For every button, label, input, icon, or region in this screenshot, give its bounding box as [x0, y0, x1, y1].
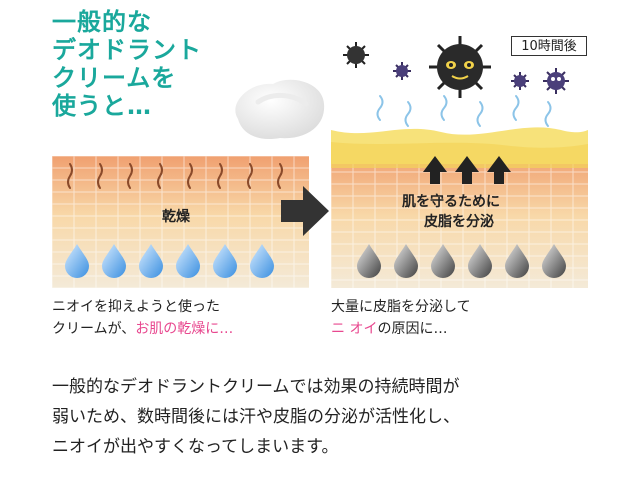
arrow-right-icon [281, 186, 329, 236]
dry-skin-illustration [52, 156, 309, 288]
left-caption-line: クリームが、お肌の乾燥に… [52, 318, 233, 340]
body-line: ニオイが出やすくなってしまいます。 [52, 437, 339, 457]
left-caption-normal: クリームが、 [52, 321, 136, 337]
headline-line: 一般的な [52, 8, 152, 36]
sebum-panel [331, 112, 588, 288]
right-caption-line: ニ オイの原因に… [331, 318, 471, 340]
sebum-label-line: 皮脂を分泌 [424, 214, 494, 230]
right-caption-normal: の原因に… [377, 321, 448, 337]
sebum-label: 肌を守るために 皮脂を分泌 [402, 191, 500, 231]
dry-skin-panel [52, 156, 309, 288]
left-caption-highlight: お肌の乾燥に… [135, 321, 234, 337]
headline-line: クリームを [52, 64, 177, 92]
headline: 一般的な デオドラント クリームを 使うと… [52, 8, 252, 120]
right-caption-line: 大量に皮脂を分泌して [331, 299, 471, 315]
headline-line: 使うと… [52, 92, 152, 120]
cream-blob-illustration [235, 79, 325, 140]
dry-label: 乾燥 [162, 209, 190, 225]
body-line: 弱いため、数時間後には汗や皮脂の分泌が活性化し、 [52, 407, 460, 427]
odor-waves-icon [376, 95, 552, 127]
sebum-skin-illustration [331, 127, 588, 288]
bacteria-icon [343, 36, 569, 98]
right-caption: 大量に皮脂を分泌して ニ オイの原因に… [331, 296, 471, 340]
sebum-label-line: 肌を守るために [402, 194, 500, 210]
headline-line: デオドラント [52, 36, 202, 64]
left-caption-line: ニオイを抑えようと使った [52, 299, 220, 315]
time-badge: 10時間後 [511, 36, 587, 56]
body-paragraph: 一般的なデオドラントクリームでは効果の持続時間が 弱いため、数時間後には汗や皮脂… [52, 372, 460, 462]
left-caption: ニオイを抑えようと使った クリームが、お肌の乾燥に… [52, 296, 233, 340]
right-caption-highlight: ニ オイ [331, 321, 378, 337]
body-line: 一般的なデオドラントクリームでは効果の持続時間が [52, 377, 460, 397]
